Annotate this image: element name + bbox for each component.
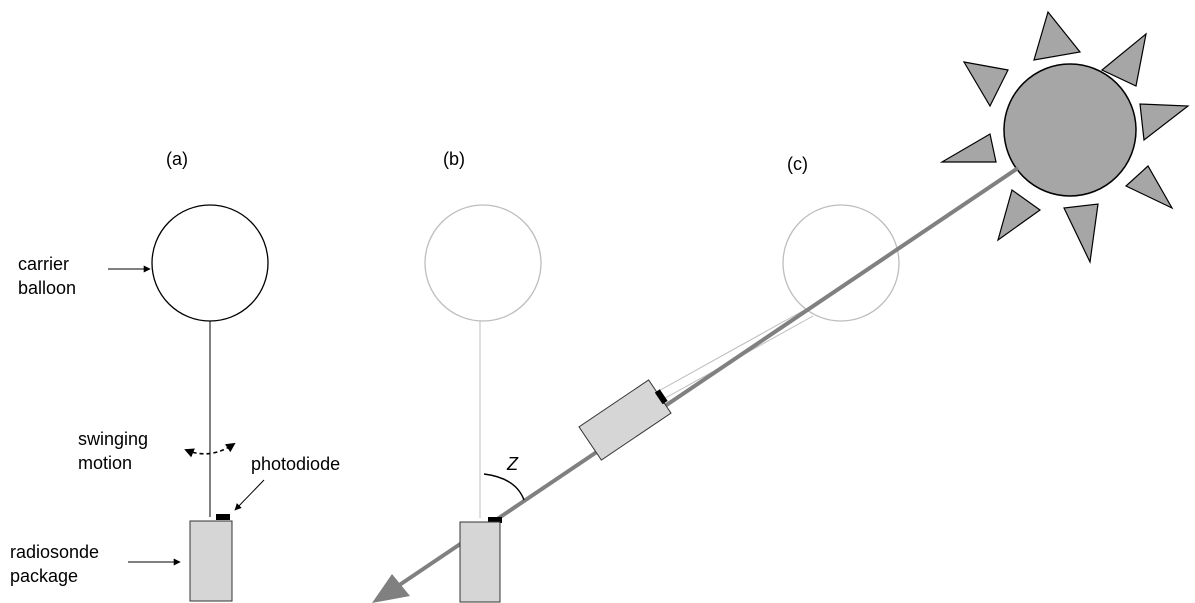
radiosonde-package-tilted bbox=[578, 379, 672, 461]
sun-ray-triangle bbox=[1033, 10, 1082, 61]
photodiode-icon bbox=[654, 389, 668, 405]
sun-ray-triangle bbox=[996, 189, 1042, 242]
tether-line bbox=[654, 307, 809, 394]
swing-arrow bbox=[184, 442, 236, 458]
radiosonde-label-line2: package bbox=[10, 566, 78, 586]
panel-label-c: (c) bbox=[787, 154, 808, 174]
balloon-icon bbox=[424, 204, 542, 322]
swinging-motion-label-line2: motion bbox=[78, 453, 132, 473]
sun-ray-triangle bbox=[1139, 103, 1190, 142]
panel-c bbox=[654, 204, 900, 402]
sun-disk bbox=[1003, 63, 1137, 197]
zenith-angle-arc bbox=[483, 473, 525, 501]
sun-ray-arrowhead bbox=[372, 574, 410, 603]
carrier-balloon-label-line1: carrier bbox=[18, 254, 69, 274]
radiosonde-package bbox=[189, 520, 233, 602]
balloon-icon bbox=[151, 204, 269, 322]
sun-ray-triangle bbox=[1063, 203, 1099, 265]
photodiode-label: photodiode bbox=[251, 454, 340, 474]
zenith-angle-label: Z bbox=[506, 454, 519, 474]
panel-label-a: (a) bbox=[166, 149, 188, 169]
sun-ray-triangle bbox=[1100, 32, 1147, 87]
panel-b bbox=[424, 204, 542, 518]
radiosonde-package bbox=[459, 521, 501, 603]
swinging-motion-label-line1: swinging bbox=[78, 429, 148, 449]
radiosonde-label-line1: radiosonde bbox=[10, 542, 99, 562]
sun-ray-triangle bbox=[939, 133, 997, 163]
sun-ray-triangle bbox=[1124, 165, 1174, 210]
panel-a bbox=[108, 204, 269, 602]
photodiode-icon bbox=[488, 517, 502, 523]
photodiode-icon bbox=[216, 514, 230, 520]
sun-ray-triangle bbox=[962, 61, 1009, 108]
pointer-arrow-photodiode bbox=[234, 479, 265, 511]
panel-label-b: (b) bbox=[443, 149, 465, 169]
sun-icon bbox=[939, 10, 1190, 265]
balloon-icon bbox=[782, 204, 900, 322]
carrier-balloon-label-line2: balloon bbox=[18, 278, 76, 298]
